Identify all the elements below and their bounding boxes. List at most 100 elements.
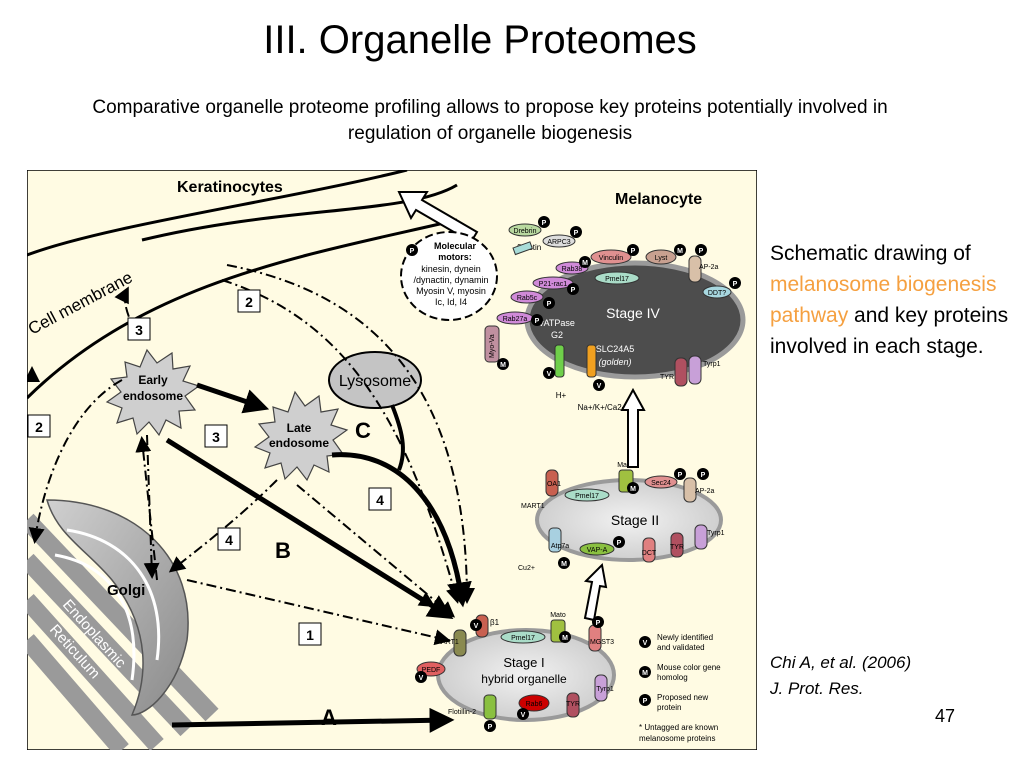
pathway-b-label: B <box>275 538 291 563</box>
pathway-a-label: A <box>321 705 337 730</box>
step-box: 2 <box>237 289 261 313</box>
svg-text:P: P <box>678 472 683 479</box>
svg-text:Mato: Mato <box>550 612 566 619</box>
stage1-label-2: hybrid organelle <box>481 672 567 686</box>
svg-text:2: 2 <box>35 419 43 435</box>
svg-text:Cu2+: Cu2+ <box>518 565 535 572</box>
svg-text:MGST3: MGST3 <box>590 639 614 646</box>
stage4-label: Stage IV <box>606 305 660 321</box>
badge-p: P <box>570 226 582 238</box>
svg-text:MART1: MART1 <box>435 639 459 646</box>
svg-text:P: P <box>571 287 576 294</box>
svg-text:ARPC3: ARPC3 <box>547 239 570 246</box>
svg-text:Mato: Mato <box>617 462 633 469</box>
badge-v: V <box>470 619 482 631</box>
svg-text:Lyst: Lyst <box>655 255 668 262</box>
motors-line: Myosin V, myosin <box>416 286 486 296</box>
svg-text:homolog: homolog <box>657 673 688 682</box>
early-endosome-label-1: Early <box>138 373 168 387</box>
svg-text:MART1: MART1 <box>521 503 545 510</box>
badge-m: M <box>559 631 571 643</box>
svg-text:Rab38: Rab38 <box>562 266 583 273</box>
svg-text:P: P <box>410 248 415 255</box>
late-endosome-label-2: endosome <box>269 436 329 450</box>
svg-text:PEDF: PEDF <box>422 667 441 674</box>
dash-dot-arrows <box>27 264 475 646</box>
svg-text:Drebrin: Drebrin <box>514 228 537 235</box>
motors-line: Ic, Id, I4 <box>435 297 467 307</box>
badge-v: V <box>593 379 605 391</box>
badge-p: P <box>531 314 543 326</box>
svg-text:P: P <box>488 724 493 731</box>
step-box: 4 <box>217 527 241 551</box>
badge-p: P <box>697 468 709 480</box>
svg-text:V: V <box>597 383 602 390</box>
step-box: 3 <box>127 317 151 341</box>
svg-text:Tyrp1: Tyrp1 <box>707 530 725 537</box>
svg-text:protein: protein <box>657 703 681 712</box>
keratinocytes-label: Keratinocytes <box>177 179 283 196</box>
svg-text:V: V <box>547 371 552 378</box>
svg-text:and validated: and validated <box>657 643 705 652</box>
badge-p: P <box>613 536 625 548</box>
svg-text:Rab27a: Rab27a <box>503 316 528 323</box>
svg-text:V: V <box>474 623 479 630</box>
svg-text:P: P <box>617 540 622 547</box>
svg-text:VAP-A: VAP-A <box>587 547 608 554</box>
svg-text:Tyrp1: Tyrp1 <box>596 686 614 693</box>
step-box: 3 <box>204 424 228 448</box>
svg-text:TYR: TYR <box>670 544 684 551</box>
keratinocyte-membrane-lower <box>141 183 458 242</box>
badge-p: P <box>567 283 579 295</box>
svg-text:β1: β1 <box>490 618 500 627</box>
motors-line: motors: <box>438 252 472 262</box>
melanocyte-label: Melanocyte <box>615 191 702 208</box>
svg-text:P: P <box>596 620 601 627</box>
early-endosome <box>105 348 201 437</box>
ions-label: Na+/K+/Ca2+ <box>578 403 627 412</box>
svg-text:P: P <box>574 230 579 237</box>
svg-text:Rab5c: Rab5c <box>517 295 538 302</box>
badge-p: P <box>627 244 639 256</box>
side-text-highlight: melanosome biogenesis pathway <box>770 273 997 327</box>
badge-m: M <box>627 482 639 494</box>
badge-p: P <box>695 244 707 256</box>
svg-text:TYR: TYR <box>660 374 674 381</box>
svg-text:Pmel17: Pmel17 <box>575 493 599 500</box>
svg-text:melanosome proteins: melanosome proteins <box>639 734 715 743</box>
motors-line: /dynactin, dynamin <box>413 275 488 285</box>
page-number: 47 <box>935 706 956 726</box>
keratinocyte-membrane-upper <box>27 170 408 257</box>
motors-line: Molecular <box>434 241 477 251</box>
step-box: 2 <box>27 414 51 438</box>
svg-text:P: P <box>699 248 704 255</box>
early-endosome-label-2: endosome <box>123 389 183 403</box>
svg-text:DDT?: DDT? <box>708 290 726 297</box>
endoplasmic-reticulum <box>27 513 219 750</box>
slc24a5-channel <box>586 344 597 378</box>
badge-p: P <box>484 720 496 732</box>
cell-membrane <box>27 218 458 400</box>
svg-text:OA1: OA1 <box>547 481 561 488</box>
svg-text:P: P <box>547 301 552 308</box>
svg-text:P: P <box>733 281 738 288</box>
badge-p: P <box>538 216 550 228</box>
svg-text:M: M <box>562 635 568 642</box>
step-box: 1 <box>298 622 322 646</box>
badge-p: P <box>543 297 555 309</box>
svg-text:P: P <box>701 472 706 479</box>
legend: V Newly identified and validated M Mouse… <box>639 633 721 743</box>
svg-text:M: M <box>677 248 683 255</box>
citation-line-2: J. Prot. Res. <box>770 679 864 698</box>
svg-text:Mouse color gene: Mouse color gene <box>657 663 721 672</box>
svg-text:P: P <box>643 698 648 705</box>
arrow-stage2-to-stage4 <box>620 387 646 468</box>
badge-p: P <box>406 244 418 256</box>
svg-text:Proposed new: Proposed new <box>657 693 708 702</box>
svg-text:M: M <box>582 260 588 267</box>
citation-line-1: Chi A, et al. (2006) <box>770 653 912 672</box>
molecular-motors <box>400 231 498 321</box>
lysosome <box>328 351 422 409</box>
badge-m: M <box>558 557 570 569</box>
svg-text:Tyrp1: Tyrp1 <box>703 361 721 368</box>
